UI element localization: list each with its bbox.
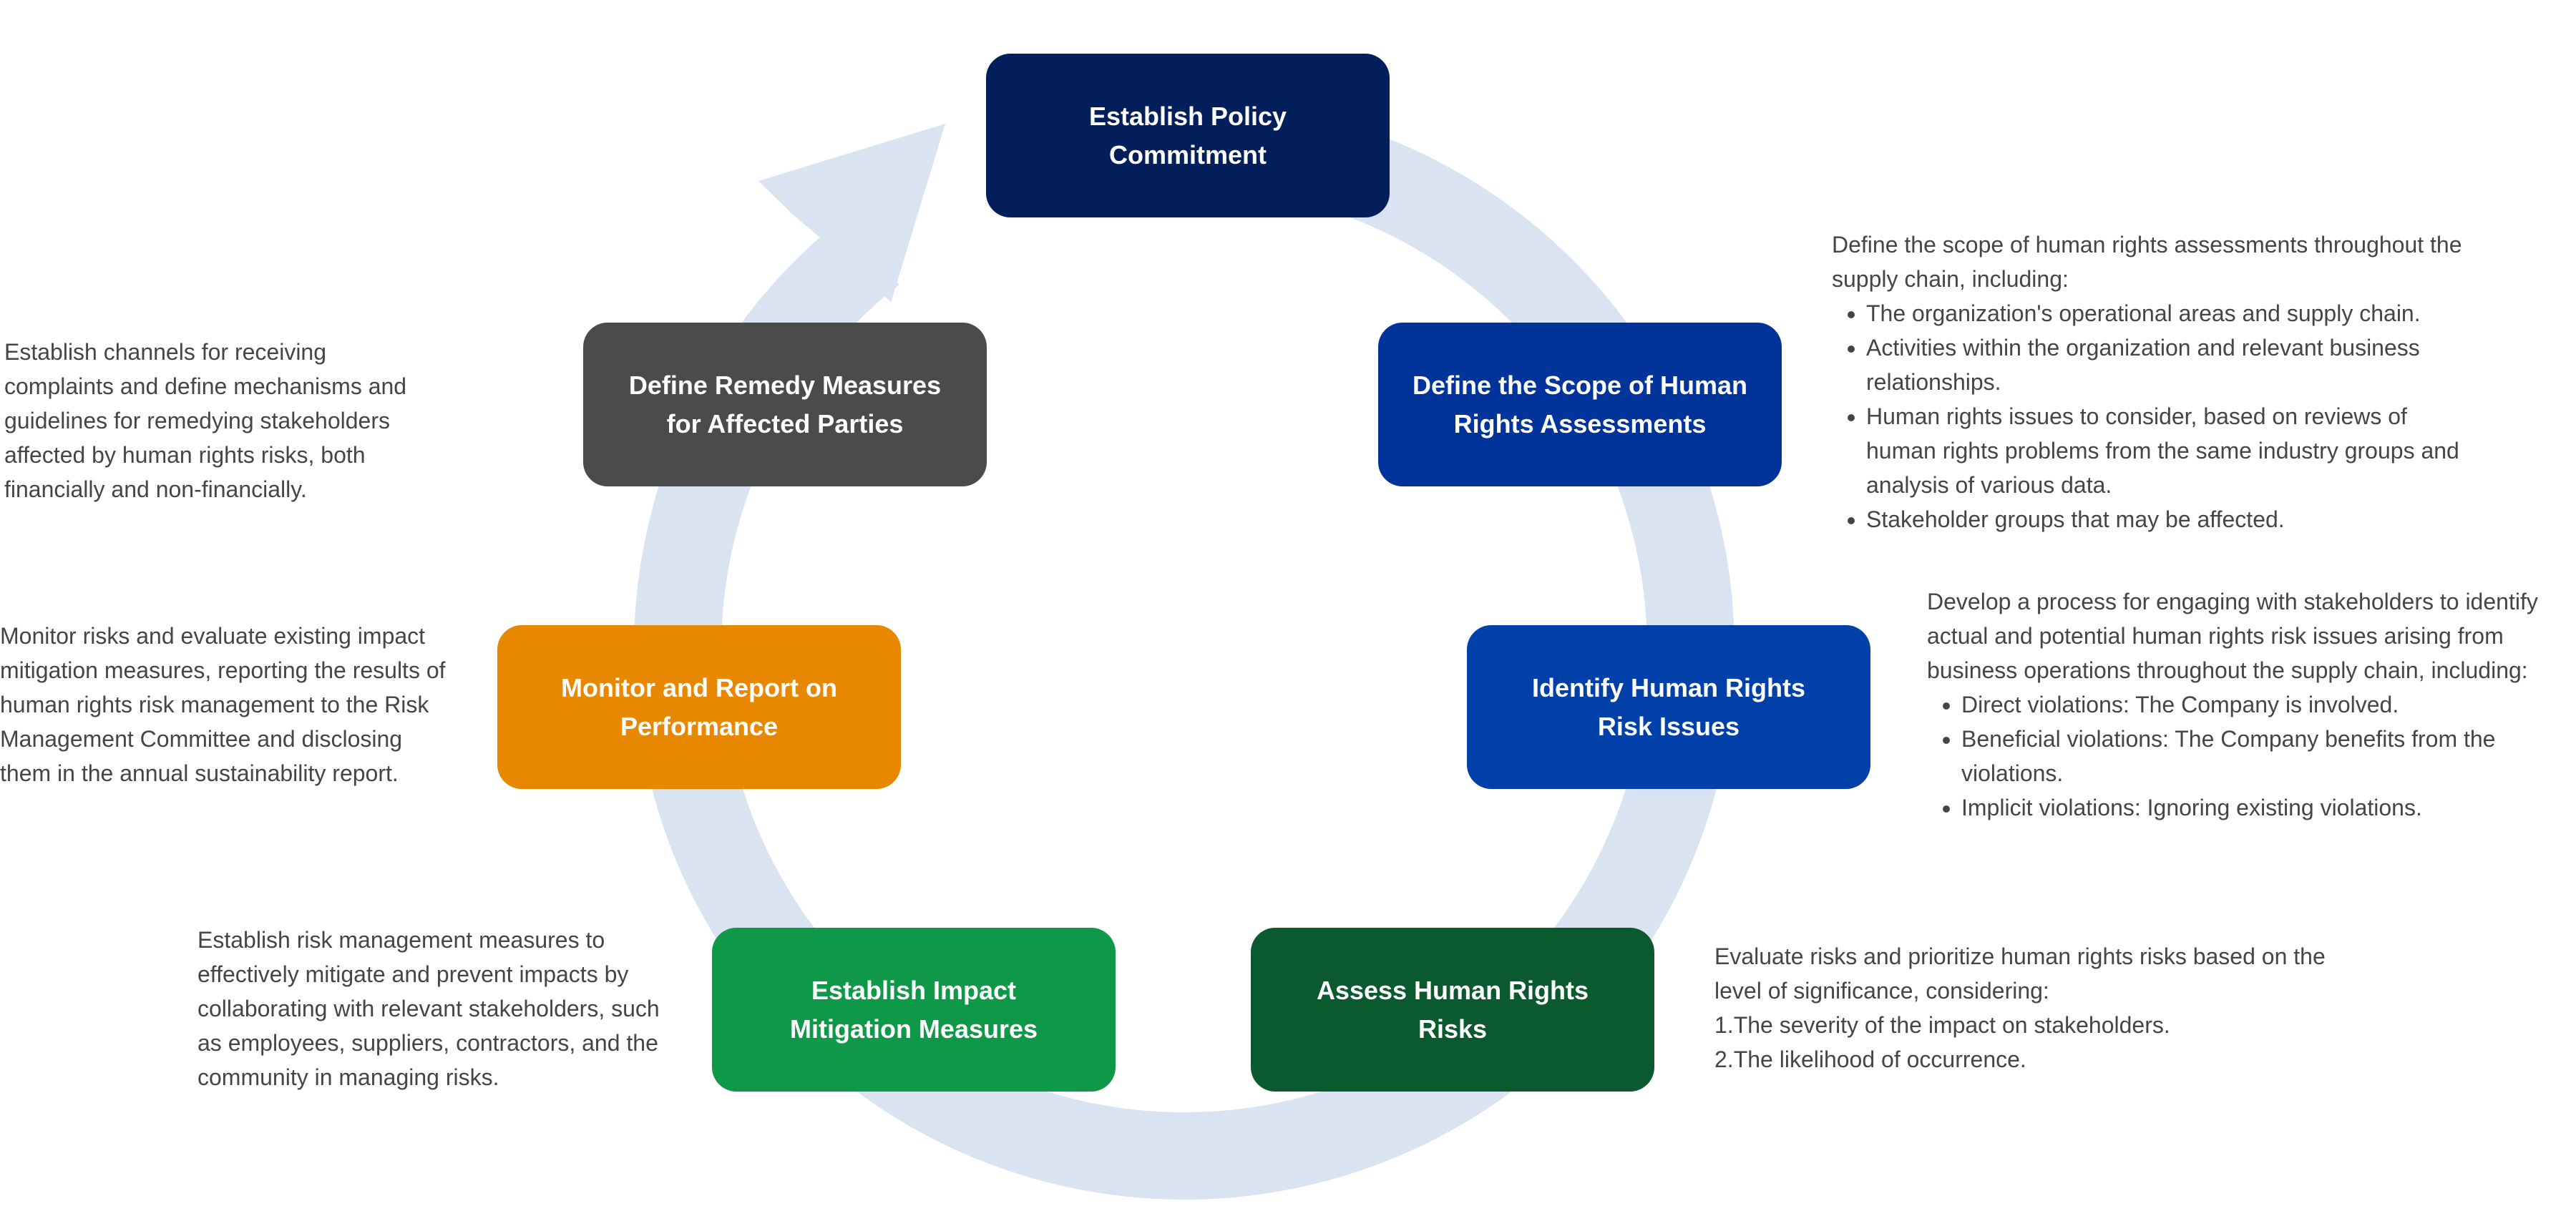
list-item: Beneficial violations: The Company benef…	[1961, 722, 2575, 790]
assess-item: 1.The severity of the impact on stakehol…	[1714, 1012, 2170, 1038]
scope-bullet-list: The organization's operational areas and…	[1832, 296, 2476, 536]
step-title: Establish Impact Mitigation Measures	[789, 975, 1038, 1044]
impact-description: Establish risk management measures to ef…	[197, 923, 670, 1094]
step-identify-risk-issues: Identify Human Rights Risk Issues	[1467, 625, 1870, 789]
step-title: Define the Scope of Human Rights Assessm…	[1412, 370, 1748, 438]
step-title: Establish Policy Commitment	[1088, 101, 1287, 170]
impact-text: Establish risk management measures to ef…	[197, 927, 660, 1090]
assess-intro: Evaluate risks and prioritize human righ…	[1714, 943, 2326, 1004]
list-item: Human rights issues to consider, based o…	[1866, 399, 2476, 502]
step-monitor-report: Monitor and Report on Performance	[497, 625, 901, 789]
remedy-description: Establish channels for receiving complai…	[4, 335, 434, 506]
list-item: Stakeholder groups that may be affected.	[1866, 502, 2476, 536]
assess-item: 2.The likelihood of occurrence.	[1714, 1046, 2026, 1072]
step-title: Define Remedy Measures for Affected Part…	[628, 370, 942, 438]
step-title: Identify Human Rights Risk Issues	[1531, 672, 1805, 741]
list-item: Activities within the organization and r…	[1866, 330, 2476, 399]
list-item: Implicit violations: Ignoring existing v…	[1961, 790, 2575, 825]
cycle-arrowhead-icon	[758, 124, 945, 303]
identify-bullet-list: Direct violations: The Company is involv…	[1927, 687, 2575, 825]
identify-intro: Develop a process for engaging with stak…	[1927, 589, 2538, 683]
step-establish-policy-commitment: Establish Policy Commitment	[986, 54, 1390, 217]
monitor-description: Monitor risks and evaluate existing impa…	[0, 619, 451, 790]
scope-description: Define the scope of human rights assessm…	[1832, 227, 2476, 536]
step-define-remedy: Define Remedy Measures for Affected Part…	[583, 323, 987, 486]
step-title: Monitor and Report on Performance	[561, 672, 837, 741]
assess-description: Evaluate risks and prioritize human righ…	[1714, 939, 2330, 1077]
list-item: Direct violations: The Company is involv…	[1961, 687, 2575, 722]
scope-intro: Define the scope of human rights assessm…	[1832, 232, 2462, 292]
list-item: The organization's operational areas and…	[1866, 296, 2476, 330]
step-impact-mitigation: Establish Impact Mitigation Measures	[712, 928, 1116, 1092]
step-assess-risks: Assess Human Rights Risks	[1251, 928, 1654, 1092]
remedy-text: Establish channels for receiving complai…	[4, 339, 407, 502]
identify-description: Develop a process for engaging with stak…	[1927, 584, 2575, 825]
step-title: Assess Human Rights Risks	[1316, 975, 1589, 1044]
step-define-scope: Define the Scope of Human Rights Assessm…	[1378, 323, 1782, 486]
monitor-text: Monitor risks and evaluate existing impa…	[0, 623, 446, 786]
